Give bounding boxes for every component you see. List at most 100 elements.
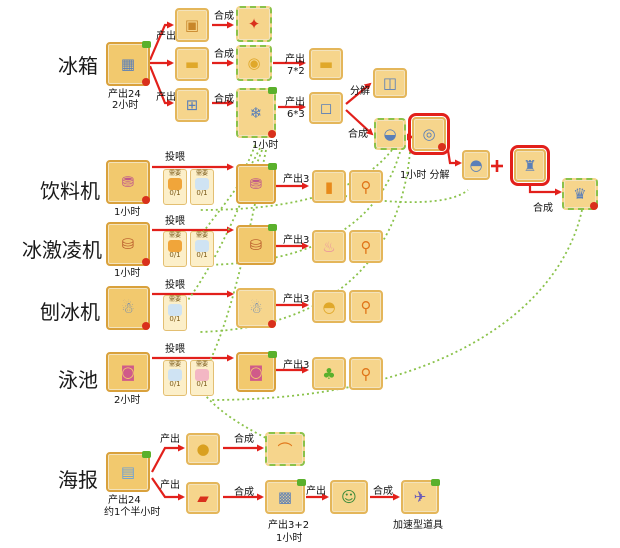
label-feed-4: 投喂 xyxy=(165,344,185,355)
ice-castle-icon: ♛ xyxy=(562,178,598,210)
ice-plate-icon: ◓ xyxy=(462,150,490,180)
arrow-hl-decompose xyxy=(446,149,462,167)
label-combine-1: 合成 xyxy=(214,11,234,22)
poster-info-2: 约1个半小时 xyxy=(104,507,161,518)
pool-spoon-icon: ⚲ xyxy=(349,357,383,390)
label-feed-1: 投喂 xyxy=(165,152,185,163)
shaved-out: 产出3 xyxy=(283,294,310,305)
pool-time: 2小时 xyxy=(114,395,141,406)
row-label-poster: 海报 xyxy=(58,468,98,492)
label-combine-2: 合成 xyxy=(214,49,234,60)
rainbow-icon: ⌒ xyxy=(265,432,305,466)
bus-icon: ▩ xyxy=(265,479,306,514)
fridge-info-1: 产出24 xyxy=(108,89,141,100)
label-produce-7: 产出 xyxy=(306,486,326,497)
coin-icon: ● xyxy=(186,433,220,465)
ice-cream-machine-icon: ⛁ xyxy=(106,222,150,266)
ice-sculpture-icon: ♜ xyxy=(510,145,550,186)
speed-item-label: 加速型道具 xyxy=(393,520,443,531)
label-combine-5: 合成 xyxy=(234,434,254,445)
label-produce-2: 产出 xyxy=(156,92,176,103)
icecream-spoon-icon: ⚲ xyxy=(349,230,383,263)
drink-machine-active-icon: ⛃ xyxy=(236,163,277,204)
drink-machine-icon: ⛃ xyxy=(106,160,150,204)
row-label-drink-machine: 饮料机 xyxy=(40,179,100,203)
fridge-icon: ▦ xyxy=(106,41,151,86)
arrow-cube-combine xyxy=(345,109,374,136)
link-drink-decomp xyxy=(344,189,469,204)
ice-tray-icon: ⊞ xyxy=(175,88,209,122)
ice-bowl-icon: ◒ xyxy=(374,118,406,150)
label-produce-3: 产出 xyxy=(285,54,305,65)
poster-out-2: 1小时 xyxy=(276,533,303,544)
toast-combo-icon: ✦ xyxy=(236,6,272,42)
label-6x3: 6*3 xyxy=(287,109,305,120)
speed-prop-icon: ✈ xyxy=(401,479,440,514)
arrow-final-combine xyxy=(528,183,562,196)
juice-icon: ▮ xyxy=(312,170,346,203)
swimsuit-icon: ♣ xyxy=(312,357,346,390)
arrow-fridge-toast xyxy=(148,21,174,61)
arrow-fridge-tray xyxy=(148,65,174,107)
ice-cube-icon: ◻ xyxy=(309,92,343,124)
label-combine-final: 合成 xyxy=(533,203,553,214)
row-label-ice-cream-machine: 冰激凌机 xyxy=(22,238,102,262)
row-label-fridge: 冰箱 xyxy=(58,54,98,78)
frozen-fridge-icon: ❄ xyxy=(236,87,277,138)
butter-icon: ▬ xyxy=(175,47,209,81)
label-1h-decompose: 1小时 分解 xyxy=(400,170,450,181)
label-combine-7: 合成 xyxy=(373,486,393,497)
label-decompose-1: 分解 xyxy=(350,86,370,97)
row-label-shaved-ice-machine: 刨冰机 xyxy=(40,300,100,324)
poster-out-1: 产出3+2 xyxy=(268,520,310,531)
label-feed-3: 投喂 xyxy=(165,280,185,291)
poster-info-1: 产出24 xyxy=(108,495,141,506)
pool-out: 产出3 xyxy=(283,360,310,371)
drink-spoon-icon: ⚲ xyxy=(349,170,383,203)
toast-icon: ▣ xyxy=(175,8,209,42)
skateboard-icon: ▰ xyxy=(186,482,220,514)
poster-icon: ▤ xyxy=(106,451,151,492)
label-produce-6: 产出 xyxy=(160,480,180,491)
link-bowl-shaved xyxy=(199,151,411,333)
label-combine-6: 合成 xyxy=(234,487,254,498)
shaved-ice-machine-icon: ☃ xyxy=(106,286,150,330)
fridge-1h: 1小时 xyxy=(252,140,279,151)
row-label-pool: 泳池 xyxy=(58,368,98,392)
shaved-ice-icon: ◓ xyxy=(312,290,346,323)
ice-cup-icon: ◫ xyxy=(373,68,407,98)
fridge-info-2: 2小时 xyxy=(112,100,139,111)
icecream-out: 产出3 xyxy=(283,235,310,246)
butter-combo-icon: ◉ xyxy=(236,45,272,81)
drink-out: 产出3 xyxy=(283,174,310,185)
label-combine-4: 合成 xyxy=(348,129,368,140)
icecream-time: 1小时 xyxy=(114,268,141,279)
link-final-pool xyxy=(209,209,583,401)
label-7x2: 7*2 xyxy=(287,66,305,77)
character-icon: ☺ xyxy=(330,480,368,514)
ice-cream-icon: ♨ xyxy=(312,230,346,263)
label-produce-5: 产出 xyxy=(160,434,180,445)
ice-cream-machine-active-icon: ⛁ xyxy=(236,224,277,265)
drink-time: 1小时 xyxy=(114,207,141,218)
arrow-cube-decompose xyxy=(345,82,372,105)
label-produce-1: 产出 xyxy=(156,31,176,42)
label-combine-3: 合成 xyxy=(214,94,234,105)
arrow-poster-coin xyxy=(151,444,185,473)
butter-output-icon: ▬ xyxy=(309,48,343,80)
label-feed-2: 投喂 xyxy=(165,216,185,227)
pool-active-icon: ◙ xyxy=(236,351,277,392)
label-produce-4: 产出 xyxy=(285,97,305,108)
pool-icon: ◙ xyxy=(106,352,150,392)
shaved-ice-machine-active-icon: ☃ xyxy=(236,288,276,328)
shaved-spoon-icon: ⚲ xyxy=(349,290,383,323)
arrow-poster-skate xyxy=(151,477,185,501)
